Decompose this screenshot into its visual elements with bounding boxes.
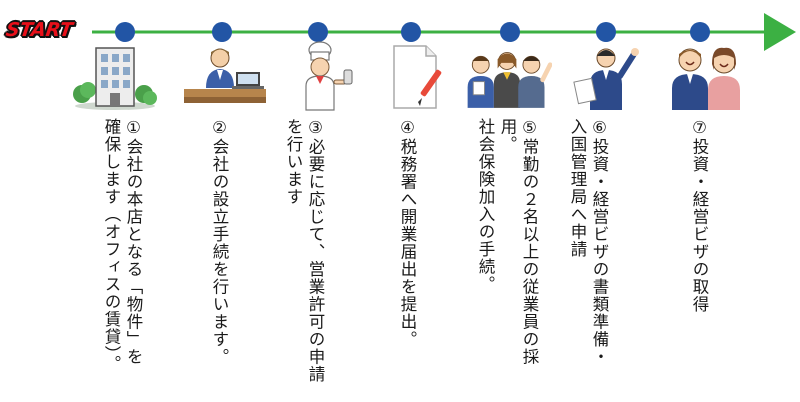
document-pen-icon (370, 40, 460, 112)
step-4-text: ④税務署へ開業届出を提出。 (398, 118, 417, 348)
timeline-node-4 (401, 22, 421, 42)
step-6-text: ⑥投資・経営ビザの書類準備・ 入国管理局へ申請 (568, 118, 609, 366)
happy-couple-icon (662, 40, 752, 112)
timeline-node-1 (115, 22, 135, 42)
office-building-icon (70, 40, 160, 112)
timeline-node-6 (596, 22, 616, 42)
businessman-at-desk-icon (180, 40, 270, 112)
timeline-node-3 (308, 22, 328, 42)
chef-icon (278, 40, 368, 112)
timeline-node-7 (690, 22, 710, 42)
step-1-text: ①会社の本店となる「物件」を 確保します（オフィスの賃貸）。 (102, 118, 143, 373)
step-7-text: ⑦投資・経営ビザの取得 (690, 118, 709, 313)
timeline-arrowhead-icon (764, 13, 796, 51)
step-3-text: ③必要に応じて、営業許可の申請 を行います (284, 118, 325, 383)
step-2-text: ②会社の設立手続を行います。 (210, 118, 229, 366)
timeline-node-5 (500, 22, 520, 42)
group-of-workers-icon (462, 40, 552, 112)
timeline-node-2 (212, 22, 232, 42)
timeline (92, 13, 796, 51)
man-with-papers-icon (566, 40, 656, 112)
step-5-text: ⑤常勤の２名以上の従業員の採用。 社会保険加入の手続。 (476, 118, 539, 366)
